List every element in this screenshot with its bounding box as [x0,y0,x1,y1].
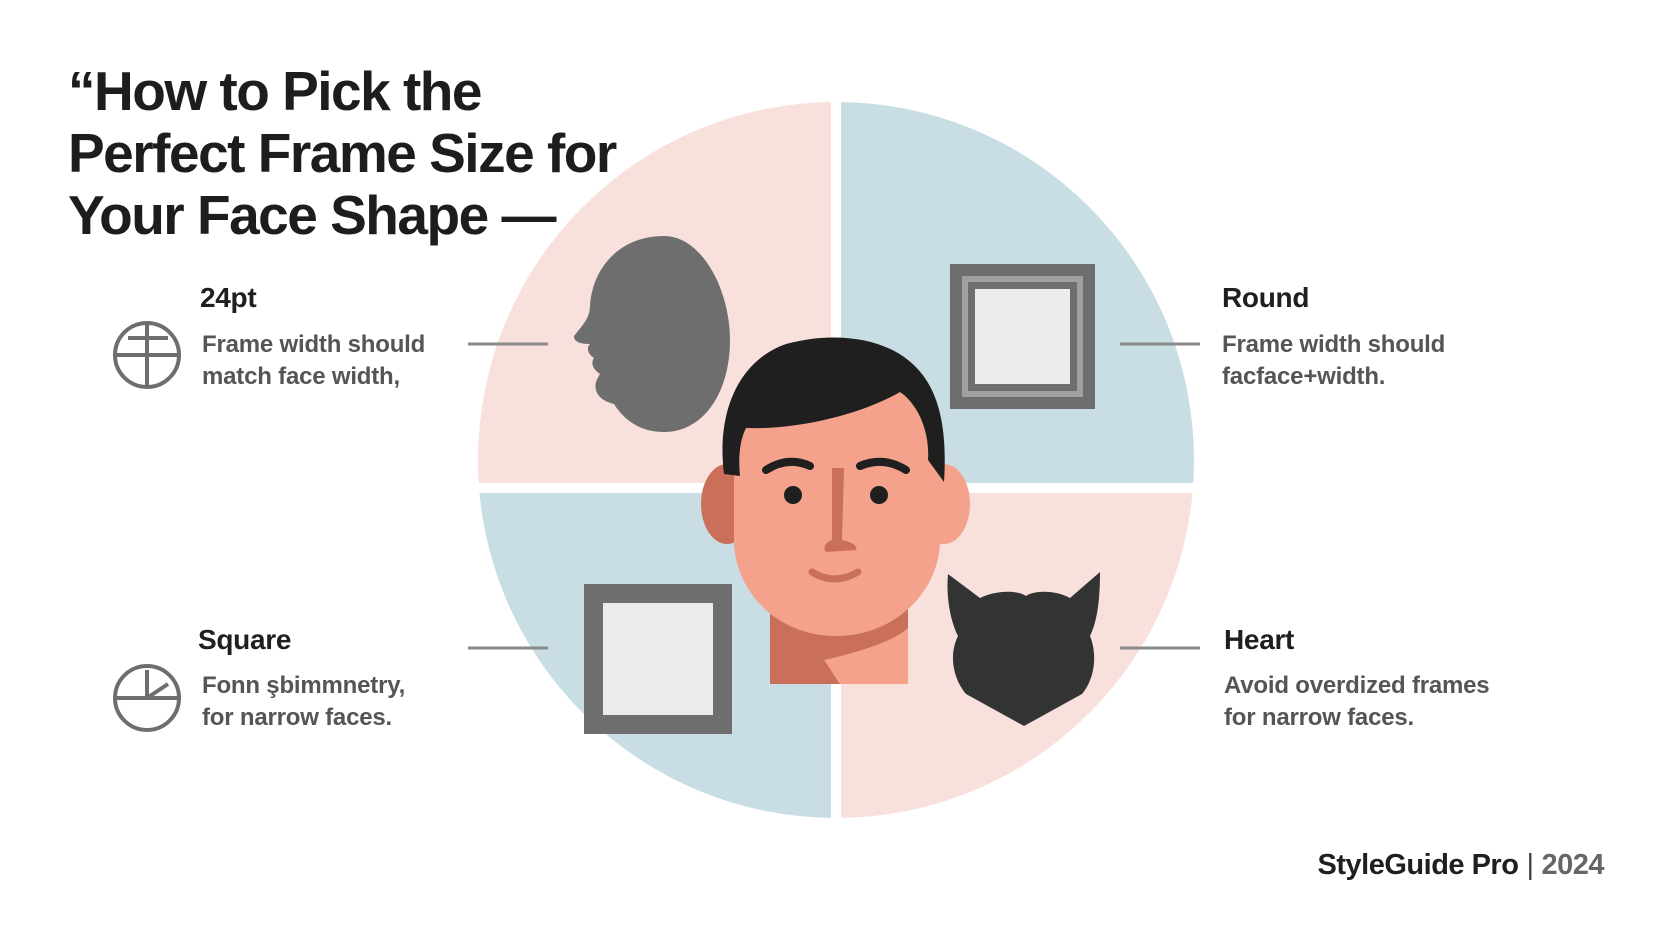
heart-shape-icon [947,572,1100,726]
footer-credit: StyleGuide Pro|2024 [1317,849,1605,882]
footer-year: 2024 [1541,849,1604,881]
desc-top-right-line-1: Frame width should [1222,331,1446,358]
desc-bottom-left-line-1: Fonn şbimmnetry, [202,672,406,699]
desc-top-right-line-2: facface+width. [1222,363,1386,390]
desc-bottom-left: Fonn şbimmnetry, for narrow faces. [202,670,405,734]
desc-bottom-right: Avoid overdized frames for narrow faces. [1224,670,1490,734]
page-title: “How to Pick the Perfect Frame Size for … [68,60,668,246]
title-line-2: Perfect Frame Size for [68,122,617,184]
desc-bottom-right-line-2: for narrow faces. [1224,704,1414,731]
crosshair-icon [113,321,181,389]
title-line-3: Your Face Shape — [68,184,556,246]
heading-top-right: Round [1222,282,1310,313]
footer-separator: | [1526,849,1534,881]
desc-bottom-right-line-1: Avoid overdized frames [1224,672,1490,699]
footer-brand: StyleGuide Pro [1317,849,1519,881]
desc-top-left: Frame width should match face width, [202,329,425,393]
title-line-1: “How to Pick the [68,60,483,122]
heading-bottom-left: Square [198,624,292,655]
heading-top-left: 24pt [200,282,257,313]
profile-head-icon [574,236,730,432]
desc-top-right: Frame width should facface+width. [1222,329,1445,393]
face-illustration [701,337,970,684]
desc-top-left-line-2: match face width, [202,363,400,390]
square-frame-icon-small [584,584,732,734]
heading-bottom-right: Heart [1224,624,1295,655]
desc-top-left-line-1: Frame width should [202,331,426,358]
square-frame-icon [950,264,1095,409]
clock-icon [113,664,181,732]
desc-bottom-left-line-2: for narrow faces. [202,704,392,731]
